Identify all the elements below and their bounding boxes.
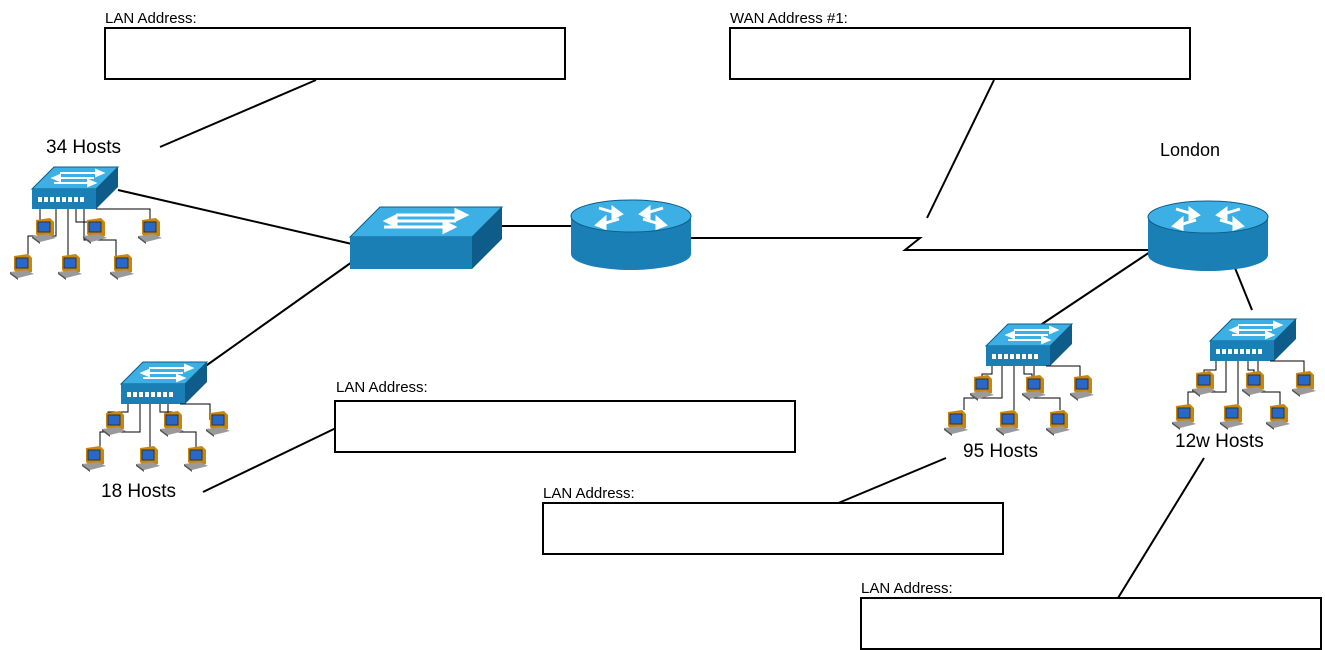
lan-address-2-label: LAN Address: — [336, 379, 428, 396]
hosts-count-a: 34 Hosts — [46, 137, 121, 158]
hosts-count-b: 18 Hosts — [101, 481, 176, 502]
pc-icon — [995, 409, 1021, 437]
core-switch-icon — [348, 205, 504, 271]
pc-icon — [1171, 403, 1197, 431]
london-router-icon — [1146, 199, 1270, 273]
lan-address-3-field[interactable] — [542, 502, 1004, 555]
site-label-london: London — [1160, 140, 1221, 160]
lan-address-1-field[interactable] — [104, 27, 566, 80]
pc-icon — [57, 253, 83, 281]
pc-icon — [109, 253, 135, 281]
lan-address-1-label: LAN Address: — [105, 10, 197, 27]
wan-address-1-field[interactable] — [729, 27, 1191, 80]
lan-address-4-label: LAN Address: — [861, 580, 953, 597]
pc-icon — [1241, 370, 1267, 398]
hosts-count-d: 12w Hosts — [1175, 431, 1264, 452]
pc-icon — [137, 217, 163, 245]
pc-icon — [183, 445, 209, 473]
pc-icon — [1265, 403, 1291, 431]
pc-icon — [969, 374, 995, 402]
pc-icon — [101, 410, 127, 438]
workgroup-switch-c-icon — [985, 323, 1073, 367]
hosts-count-c: 95 Hosts — [963, 441, 1038, 462]
pc-icon — [81, 445, 107, 473]
workgroup-switch-b-icon — [120, 361, 208, 405]
pc-icon — [159, 410, 185, 438]
wan-address-1-label: WAN Address #1: — [730, 10, 848, 27]
router-icon — [569, 198, 693, 272]
lan-address-3-label: LAN Address: — [543, 485, 635, 502]
pc-icon — [31, 217, 57, 245]
pc-icon — [1191, 370, 1217, 398]
pc-icon — [1021, 374, 1047, 402]
pc-icon — [943, 409, 969, 437]
pc-icon — [1291, 370, 1317, 398]
pc-icon — [1069, 374, 1095, 402]
lan-address-2-field[interactable] — [334, 400, 796, 453]
pc-icon — [9, 253, 35, 281]
pc-icon — [1219, 403, 1245, 431]
lan-address-4-field[interactable] — [860, 597, 1322, 650]
workgroup-switch-d-icon — [1209, 318, 1297, 362]
connection-lines — [117, 79, 1253, 599]
pc-icon — [135, 445, 161, 473]
pc-icon — [1045, 409, 1071, 437]
workgroup-switch-a-icon — [31, 166, 119, 210]
